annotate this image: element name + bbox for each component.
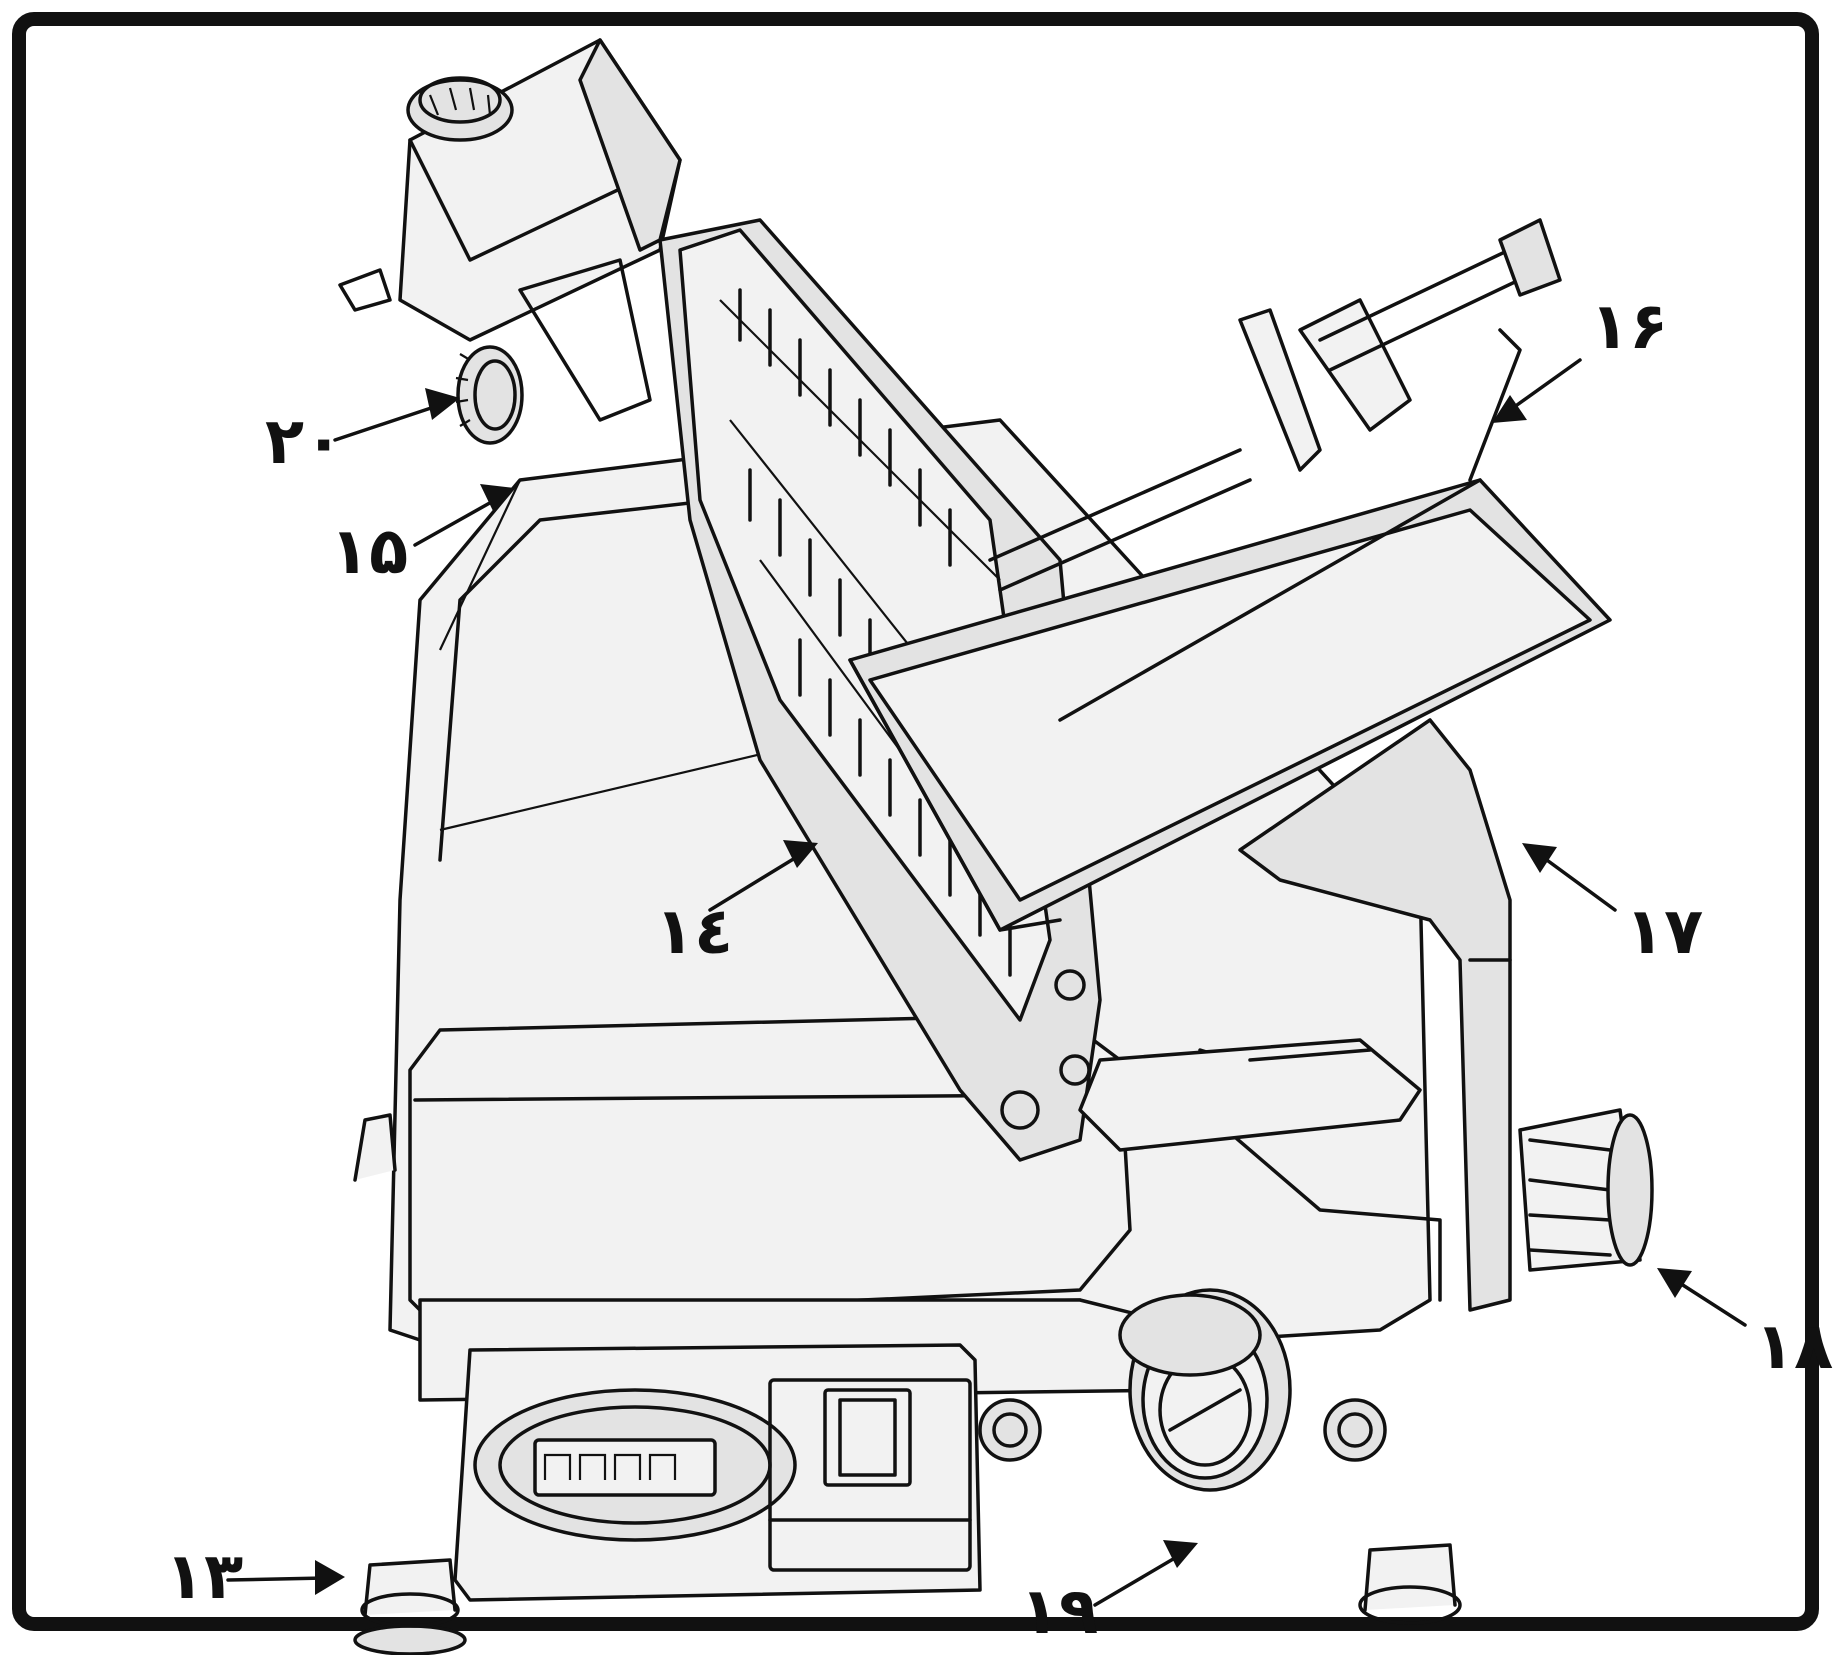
callout-label-20: ۲۰ (265, 405, 344, 479)
callout-label-18: ۱۸ (1755, 1310, 1834, 1384)
arrow-15 (413, 484, 515, 547)
thickness-knob (1118, 1288, 1292, 1492)
callout-label-15: ۱۵ (330, 515, 409, 589)
carriage-knob (1518, 1108, 1654, 1272)
callout-label-19: ۱۹ (1020, 1575, 1099, 1649)
callout-label-16: ۱۶ (1590, 290, 1669, 364)
arrow-20 (333, 388, 460, 442)
sharpener-gear (455, 345, 524, 445)
carriage-arm (1078, 718, 1512, 1312)
motor-housing (338, 38, 682, 422)
callout-label-17: ۱۷ (1625, 895, 1704, 969)
control-panel (453, 1343, 982, 1602)
arrow-16 (1492, 358, 1582, 423)
carriage-tray (848, 218, 1612, 932)
arrow-18 (1657, 1268, 1747, 1327)
screws (978, 1398, 1387, 1462)
arrow-14 (708, 840, 818, 912)
arrow-17 (1522, 843, 1617, 912)
arrow-19 (1093, 1540, 1198, 1607)
arrow-13 (226, 1560, 345, 1595)
callout-label-14: ١٤ (655, 895, 734, 969)
callout-arrows (226, 358, 1747, 1607)
feet (353, 1113, 1462, 1655)
callout-label-13: ۱۳ (165, 1540, 244, 1614)
